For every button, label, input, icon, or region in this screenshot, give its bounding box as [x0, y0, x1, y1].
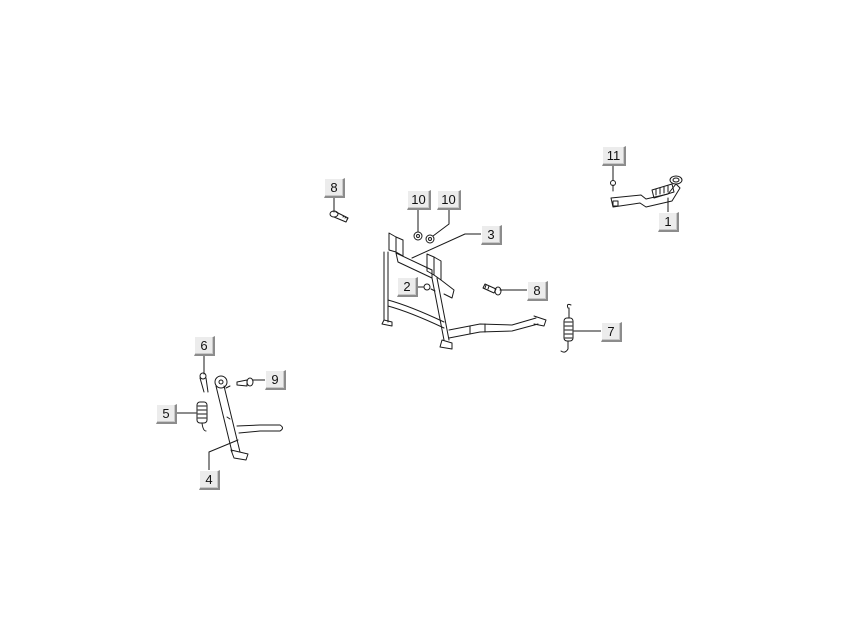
callout-10-right[interactable]: 10 [437, 190, 461, 210]
callout-11[interactable]: 11 [602, 146, 626, 166]
side-stand-bolt-icon [236, 377, 254, 387]
callout-label: 8 [533, 283, 541, 298]
callout-label: 6 [200, 338, 208, 353]
callout-label: 3 [487, 227, 495, 242]
callout-1[interactable]: 1 [658, 212, 679, 232]
spring-plate-icon [199, 372, 209, 393]
side-stand-spring-icon [196, 401, 208, 432]
side-stand-icon [214, 375, 283, 461]
callout-10-left[interactable]: 10 [407, 190, 431, 210]
callout-label: 1 [664, 214, 672, 229]
center-stand-icon [381, 232, 547, 350]
nut-icon [413, 231, 435, 244]
callout-label: 2 [403, 279, 411, 294]
callout-label: 4 [205, 472, 213, 487]
callout-label: 7 [607, 324, 615, 339]
callout-9[interactable]: 9 [265, 370, 286, 390]
callout-6[interactable]: 6 [194, 336, 215, 356]
callout-label: 10 [441, 192, 456, 207]
leader-lines [176, 165, 669, 471]
callout-8-right[interactable]: 8 [527, 281, 548, 301]
callout-7[interactable]: 7 [601, 322, 622, 342]
callout-2[interactable]: 2 [397, 277, 418, 297]
callout-3[interactable]: 3 [481, 225, 502, 245]
spring-icon [560, 303, 574, 353]
bolt-icon [482, 283, 502, 296]
callout-label: 9 [271, 372, 279, 387]
bolt-icon [329, 210, 349, 223]
callout-8-left[interactable]: 8 [324, 178, 345, 198]
kickstarter-lever-icon [610, 175, 683, 208]
callout-label: 11 [606, 148, 621, 163]
screw-icon [610, 180, 616, 192]
callout-label: 5 [162, 406, 170, 421]
callout-5[interactable]: 5 [156, 404, 177, 424]
callout-label: 8 [330, 180, 338, 195]
washer-icon [423, 283, 436, 292]
callout-4[interactable]: 4 [199, 470, 220, 490]
callout-label: 10 [411, 192, 426, 207]
